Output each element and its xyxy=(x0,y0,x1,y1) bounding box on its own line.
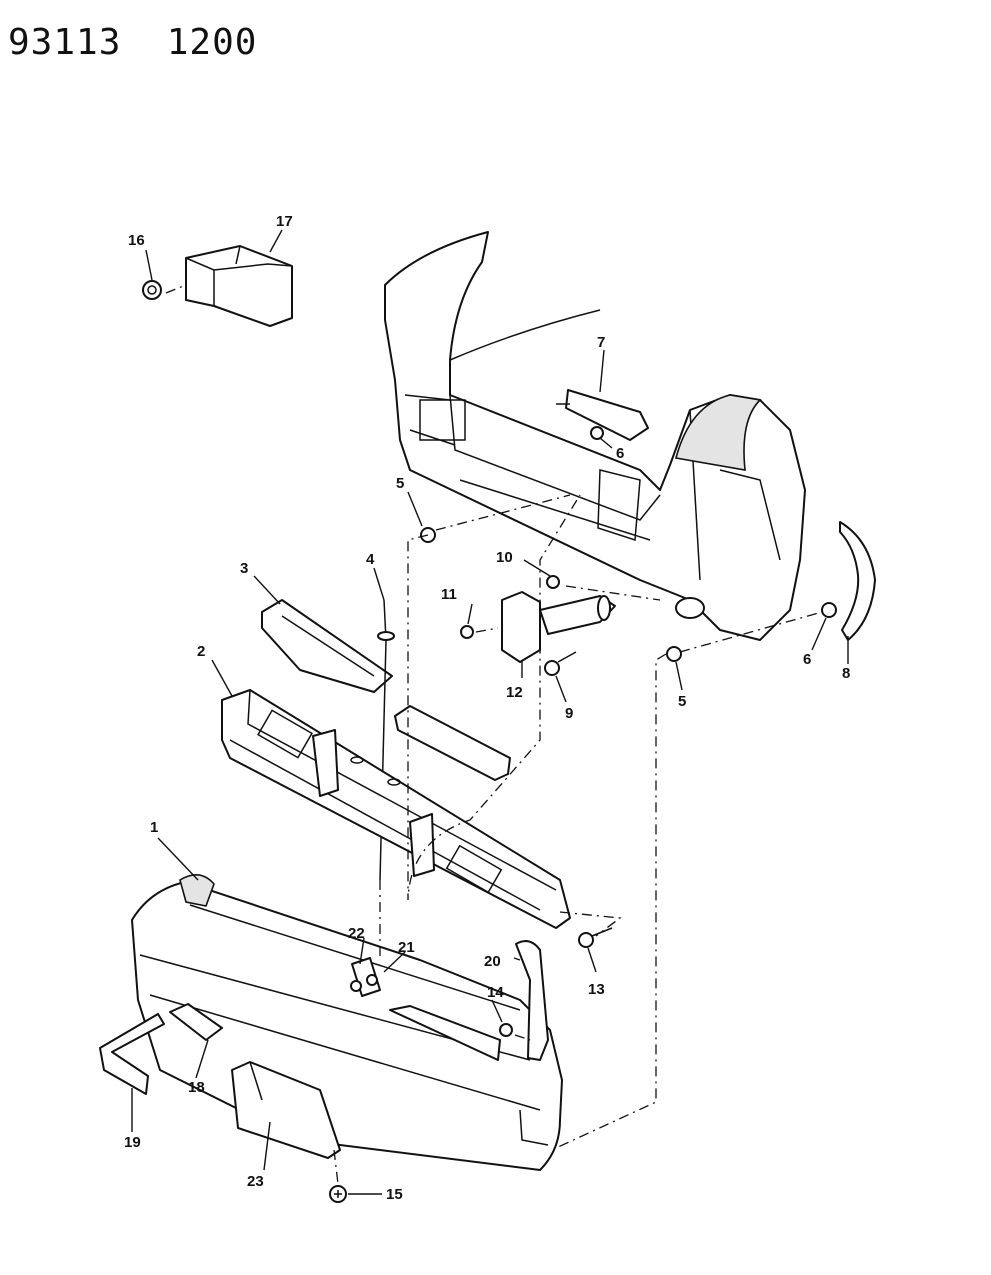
callout-2: 2 xyxy=(197,643,205,660)
callout-5-lower: 5 xyxy=(678,693,686,710)
part-2-reinforcement-beam xyxy=(221,689,571,929)
part-8-extension xyxy=(821,521,876,641)
part-11-nut xyxy=(460,625,474,639)
part-17-cover xyxy=(185,245,293,327)
part-15-screw xyxy=(329,1185,347,1203)
rear-body-panel xyxy=(384,231,806,641)
part-23-valance xyxy=(231,1061,341,1159)
part-9-bolt xyxy=(544,651,577,676)
callout-8: 8 xyxy=(842,665,850,682)
callout-22: 22 xyxy=(348,925,365,942)
part-16-nut xyxy=(142,280,162,300)
callout-23: 23 xyxy=(247,1173,264,1190)
callout-17: 17 xyxy=(276,213,293,230)
part-19-corner-guard xyxy=(99,1013,165,1095)
part-5-grommet-lower xyxy=(666,646,682,662)
callout-5-upper: 5 xyxy=(396,475,404,492)
callout-1: 1 xyxy=(150,819,158,836)
part-14-nut xyxy=(499,1023,513,1037)
part-20-support xyxy=(515,940,549,1061)
callout-7: 7 xyxy=(597,334,605,351)
part-7-bracket xyxy=(556,389,649,441)
callout-15: 15 xyxy=(386,1186,403,1203)
part-13-bolt xyxy=(578,927,613,948)
leader-lines xyxy=(131,229,849,1195)
diagram-page: 1200 xyxy=(166,22,258,63)
callout-10: 10 xyxy=(496,549,513,566)
document-header: 93113 1200 xyxy=(8,22,257,63)
part-18-side-piece xyxy=(169,1003,223,1041)
part-21-22-bracket xyxy=(350,957,381,997)
part-12-bracket xyxy=(501,591,616,663)
diagram-code: 93113 xyxy=(8,22,122,63)
callout-20: 20 xyxy=(484,953,501,970)
callout-14: 14 xyxy=(487,984,504,1001)
callout-18: 18 xyxy=(188,1079,205,1096)
callout-3: 3 xyxy=(240,560,248,577)
callout-13: 13 xyxy=(588,981,605,998)
callout-11: 11 xyxy=(441,586,457,603)
callout-labels: 1 2 3 4 5 5 6 6 7 8 9 10 11 12 13 14 15 … xyxy=(124,213,850,1203)
callout-9: 9 xyxy=(565,705,573,722)
callout-19: 19 xyxy=(124,1134,141,1151)
part-4-stud xyxy=(377,599,395,881)
callout-12: 12 xyxy=(506,684,523,701)
callout-16: 16 xyxy=(128,232,145,249)
part-10-nut xyxy=(546,575,560,589)
callout-6-lower: 6 xyxy=(803,651,811,668)
part-3-strip xyxy=(261,599,393,693)
callout-4: 4 xyxy=(366,551,375,568)
callout-6-upper: 6 xyxy=(616,445,624,462)
callout-21: 21 xyxy=(398,939,415,956)
connector-lines xyxy=(165,284,823,1185)
